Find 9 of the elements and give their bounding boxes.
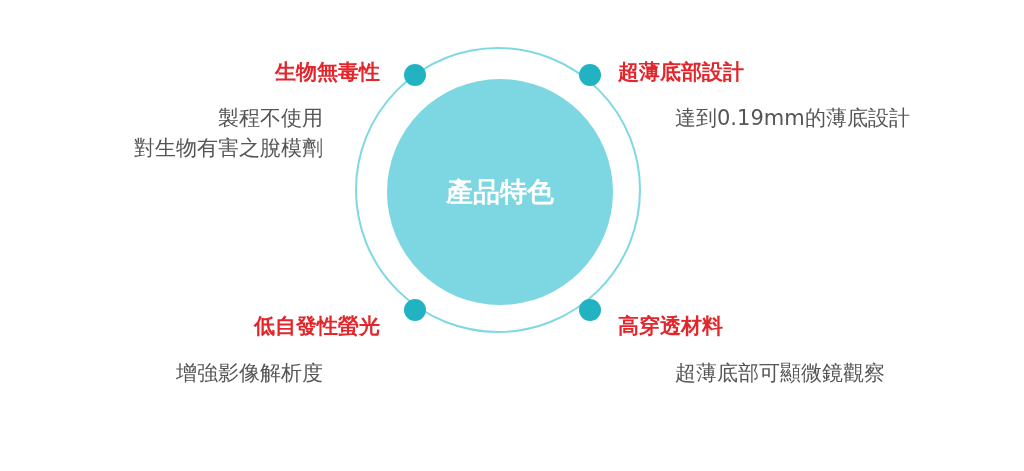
feature-heading: 低自發性螢光 [252,313,380,340]
feature-description: 達到0.19mm的薄底設計 [675,105,911,132]
center-title: 產品特色 [446,175,554,209]
feature-heading: 高穿透材料 [618,313,724,340]
feature-description: 超薄底部可顯微鏡觀察 [675,360,886,387]
feature-heading: 超薄底部設計 [618,59,745,86]
feature-description: 增強影像解析度 [175,360,323,387]
feature-description: 製程不使用對生物有害之脫模劑 [133,105,323,162]
feature-heading: 生物無毒性 [273,59,380,86]
